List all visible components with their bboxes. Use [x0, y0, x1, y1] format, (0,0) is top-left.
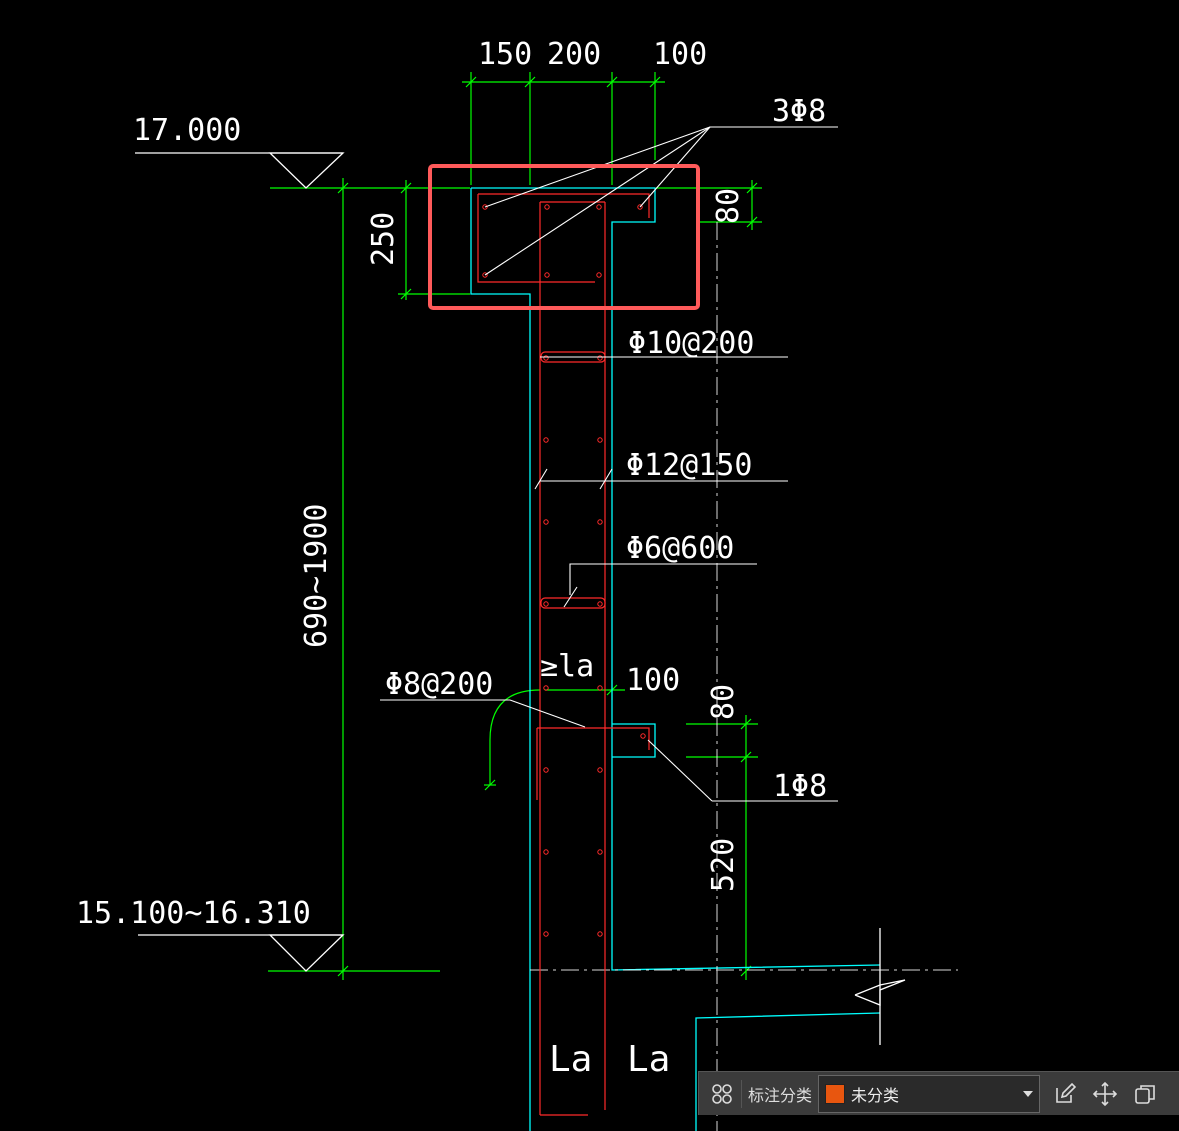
level-bottom: 15.100~16.310 — [76, 896, 311, 931]
dim-ledge-520: 520 — [706, 838, 741, 892]
rebar-vertical: Φ12@150 — [626, 448, 752, 483]
rebar-dots — [482, 204, 646, 937]
category-selected-value: 未分类 — [851, 1085, 900, 1105]
annotation-category-label: 标注分类 — [748, 1085, 813, 1105]
rebar-tie: Φ6@600 — [626, 531, 734, 566]
level-markers — [135, 152, 345, 972]
dimension-texts: 150 200 100 250 80 690~1900 100 80 520 — [299, 37, 746, 892]
category-color-swatch — [825, 1083, 846, 1104]
anchorage-right: La — [627, 1039, 670, 1080]
dim-top-200: 200 — [547, 37, 601, 72]
annotation-toolbar: 标注分类 未分类 — [698, 1071, 1179, 1115]
dim-top-100: 100 — [653, 37, 707, 72]
dimension-lines — [268, 72, 762, 980]
edit-icon[interactable] — [1050, 1079, 1080, 1109]
level-texts: 17.000 15.100~16.310 — [76, 113, 311, 931]
rebar-texts: 3Φ8 Φ10@200 Φ12@150 Φ6@600 Φ8@200 1Φ8 ≥l… — [385, 94, 827, 1080]
copy-icon[interactable] — [1130, 1079, 1160, 1109]
dim-total-height: 690~1900 — [299, 504, 334, 649]
concrete-outline — [470, 187, 881, 1131]
dim-top-150: 150 — [478, 37, 532, 72]
move-icon[interactable] — [1090, 1079, 1120, 1109]
anchorage-left: La — [549, 1039, 592, 1080]
centerlines — [530, 222, 958, 1131]
anchorage-min: ≥la — [540, 649, 594, 684]
rebar-stirrup: Φ10@200 — [628, 326, 754, 361]
dim-250: 250 — [366, 212, 401, 266]
rebar-lines — [477, 193, 650, 1116]
grid-apps-icon[interactable] — [707, 1079, 737, 1109]
selection-highlight-box[interactable] — [428, 164, 700, 310]
level-top: 17.000 — [133, 113, 241, 148]
chevron-down-icon — [1023, 1090, 1034, 1097]
rebar-ledge-bar: 1Φ8 — [773, 769, 827, 804]
rebar-hook: Φ8@200 — [385, 667, 493, 702]
rebar-top-bars: 3Φ8 — [772, 94, 826, 129]
dim-ledge-80: 80 — [706, 684, 741, 720]
dim-ledge-100: 100 — [626, 663, 680, 698]
break-line — [854, 928, 906, 1045]
toolbar-divider — [741, 1079, 742, 1108]
annotation-category-select[interactable]: 未分类 — [818, 1074, 1041, 1113]
leader-lines — [380, 126, 838, 802]
dim-80-top: 80 — [711, 188, 746, 224]
